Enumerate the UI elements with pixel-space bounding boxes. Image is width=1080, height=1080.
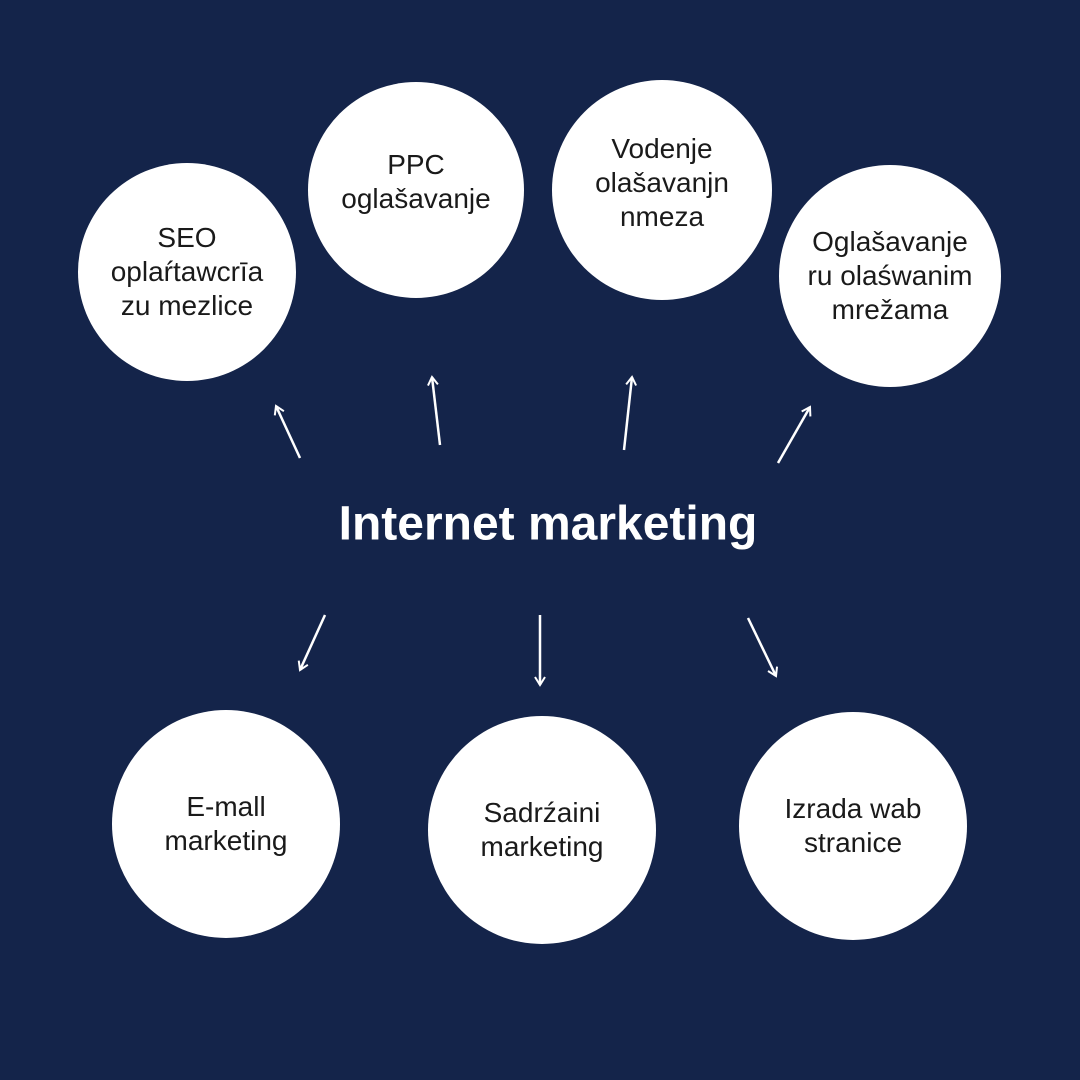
arrow-to-social-ads: [776, 405, 812, 464]
node-line: Izrada wab: [784, 793, 922, 824]
arrow-to-social-management: [622, 375, 637, 451]
arrow-to-email: [297, 614, 327, 672]
node-line: marketing: [164, 825, 288, 856]
node-line: mrežama: [831, 294, 949, 325]
arrow-to-seo: [273, 404, 302, 459]
central-title: Internet marketing: [338, 497, 758, 551]
node-line: olašavanjn: [595, 167, 729, 198]
node-line: oplaŕtawcrīa: [110, 256, 264, 287]
arrow-to-ppc: [427, 375, 442, 446]
node-line: E-mall: [186, 791, 266, 822]
node-line: ru olaśwanim: [807, 260, 973, 291]
node-line: Sadrźaini: [483, 797, 601, 828]
node-line: marketing: [480, 831, 604, 862]
node-line: Oglašavanje: [812, 226, 968, 257]
arrow-to-web: [746, 617, 779, 678]
node-line: zu mezlice: [120, 290, 254, 321]
node-line: nmeza: [619, 201, 705, 232]
node-line: stranice: [803, 827, 903, 858]
node-line: oglašavanje: [341, 183, 491, 214]
node-line: SEO: [157, 222, 217, 253]
node-line: PPC: [387, 149, 445, 180]
node-line: Vodenje: [611, 133, 713, 164]
